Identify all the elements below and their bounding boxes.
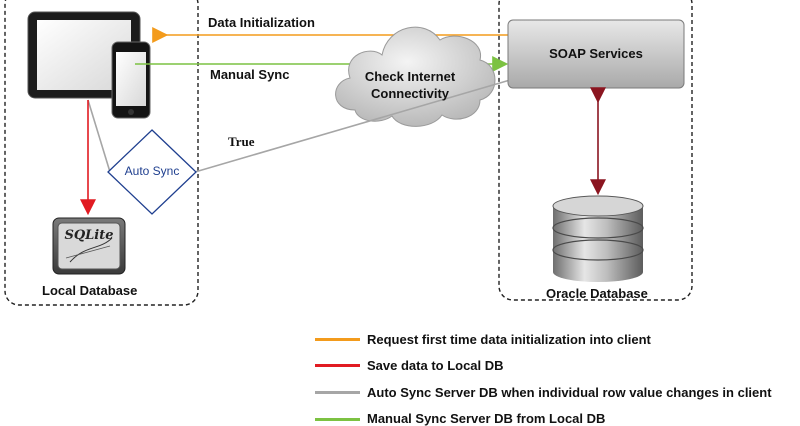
- local-database-label: Local Database: [42, 283, 138, 298]
- check-internet-line1: Check Internet: [364, 69, 456, 84]
- manual-sync-label: Manual Sync: [210, 67, 290, 82]
- legend-item: Save data to Local DB: [367, 358, 504, 373]
- auto-sync-diamond: [107, 129, 197, 215]
- client-boundary: [4, 0, 199, 306]
- oracle-database-icon: [552, 195, 644, 282]
- legend-swatch-gray: [315, 391, 360, 394]
- sqlite-logo-text: SQLite: [64, 228, 114, 243]
- legend-item: Request first time data initialization i…: [367, 332, 651, 347]
- legend-swatch-orange: [315, 338, 360, 341]
- auto-sync-label: Auto Sync: [124, 164, 180, 178]
- auto-sync-true-line: [194, 79, 511, 173]
- data-initialization-label: Data Initialization: [208, 15, 315, 30]
- true-label: True: [228, 134, 255, 149]
- legend-item: Manual Sync Server DB from Local DB: [367, 411, 606, 426]
- soap-services-label: SOAP Services: [549, 46, 643, 61]
- legend-item: Auto Sync Server DB when individual row …: [367, 385, 772, 400]
- sqlite-logo: [52, 217, 126, 275]
- oracle-database-label: Oracle Database: [546, 286, 648, 301]
- auto-sync-link-line: [87, 99, 111, 173]
- check-internet-line2: Connectivity: [370, 86, 449, 101]
- phone-icon: [111, 41, 151, 119]
- legend-swatch-red: [315, 364, 360, 367]
- check-internet-node: Check Internet Connectivity: [350, 68, 470, 102]
- cloud-shape: [335, 26, 496, 127]
